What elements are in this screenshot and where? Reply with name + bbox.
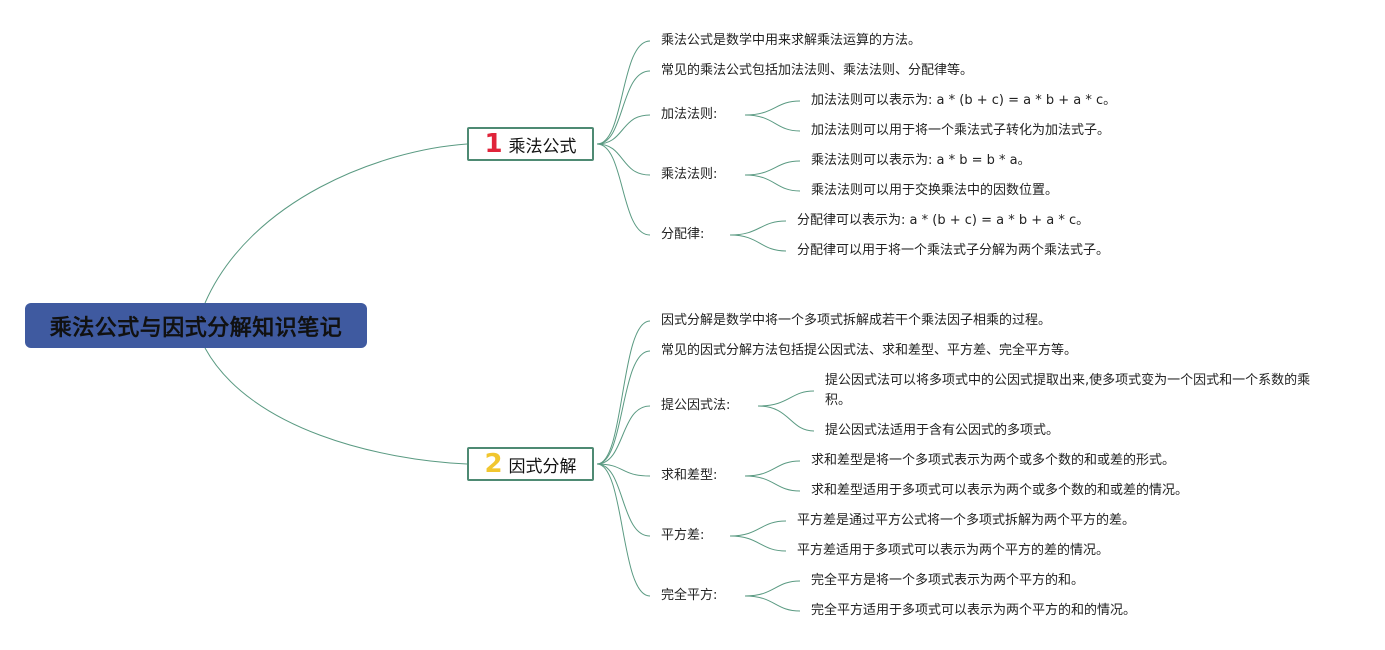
note-item[interactable]: 加法法则可以表示为: a * (b + c) = a * b + a * c。 bbox=[811, 93, 1117, 108]
note-item[interactable]: 乘法法则可以表示为: a * b = b * a。 bbox=[811, 153, 1031, 168]
note-item[interactable]: 完全平方是将一个多项式表示为两个平方的和。 bbox=[811, 573, 1085, 588]
subtopic-distributive-law[interactable]: 分配律: bbox=[661, 227, 705, 242]
note-item[interactable]: 平方差是通过平方公式将一个多项式拆解为两个平方的差。 bbox=[797, 513, 1136, 528]
subtopic-sum-difference[interactable]: 求和差型: bbox=[661, 468, 718, 483]
note-item[interactable]: 分配律可以表示为: a * (b + c) = a * b + a * c。 bbox=[797, 213, 1090, 228]
topic-label: 因式分解 bbox=[508, 456, 577, 477]
topic-number-2: 2 bbox=[484, 449, 503, 479]
note-item[interactable]: 乘法公式是数学中用来求解乘法运算的方法。 bbox=[661, 33, 922, 48]
subtopic-common-factor[interactable]: 提公因式法: bbox=[661, 398, 731, 413]
note-item[interactable]: 平方差适用于多项式可以表示为两个平方的差的情况。 bbox=[797, 543, 1110, 558]
note-item[interactable]: 提公因式法可以将多项式中的公因式提取出来,使多项式变为一个因式和一个系数的乘积。 bbox=[825, 373, 1311, 408]
subtopic-perfect-square[interactable]: 完全平方: bbox=[661, 588, 718, 603]
topic-factorization[interactable]: 2 因式分解 bbox=[467, 447, 594, 481]
note-item[interactable]: 常见的乘法公式包括加法法则、乘法法则、分配律等。 bbox=[661, 63, 974, 78]
note-item[interactable]: 完全平方适用于多项式可以表示为两个平方的和的情况。 bbox=[811, 603, 1137, 618]
note-item[interactable]: 加法法则可以用于将一个乘法式子转化为加法式子。 bbox=[811, 123, 1111, 138]
note-item[interactable]: 乘法法则可以用于交换乘法中的因数位置。 bbox=[811, 183, 1059, 198]
topic-multiplication-formula[interactable]: 1 乘法公式 bbox=[467, 127, 594, 161]
central-topic[interactable]: 乘法公式与因式分解知识笔记 bbox=[25, 303, 367, 348]
topic-number-1: 1 bbox=[484, 129, 503, 159]
note-item[interactable]: 求和差型适用于多项式可以表示为两个或多个数的和或差的情况。 bbox=[811, 483, 1189, 498]
subtopic-multiplication-rule[interactable]: 乘法法则: bbox=[661, 167, 718, 182]
note-item[interactable]: 提公因式法适用于含有公因式的多项式。 bbox=[825, 423, 1060, 438]
note-item[interactable]: 求和差型是将一个多项式表示为两个或多个数的和或差的形式。 bbox=[811, 453, 1176, 468]
note-item[interactable]: 因式分解是数学中将一个多项式拆解成若干个乘法因子相乘的过程。 bbox=[661, 313, 1052, 328]
subtopic-difference-of-squares[interactable]: 平方差: bbox=[661, 528, 705, 543]
subtopic-addition-rule[interactable]: 加法法则: bbox=[661, 107, 718, 122]
note-item[interactable]: 常见的因式分解方法包括提公因式法、求和差型、平方差、完全平方等。 bbox=[661, 343, 1078, 358]
note-item[interactable]: 分配律可以用于将一个乘法式子分解为两个乘法式子。 bbox=[797, 243, 1110, 258]
topic-label: 乘法公式 bbox=[508, 136, 577, 157]
